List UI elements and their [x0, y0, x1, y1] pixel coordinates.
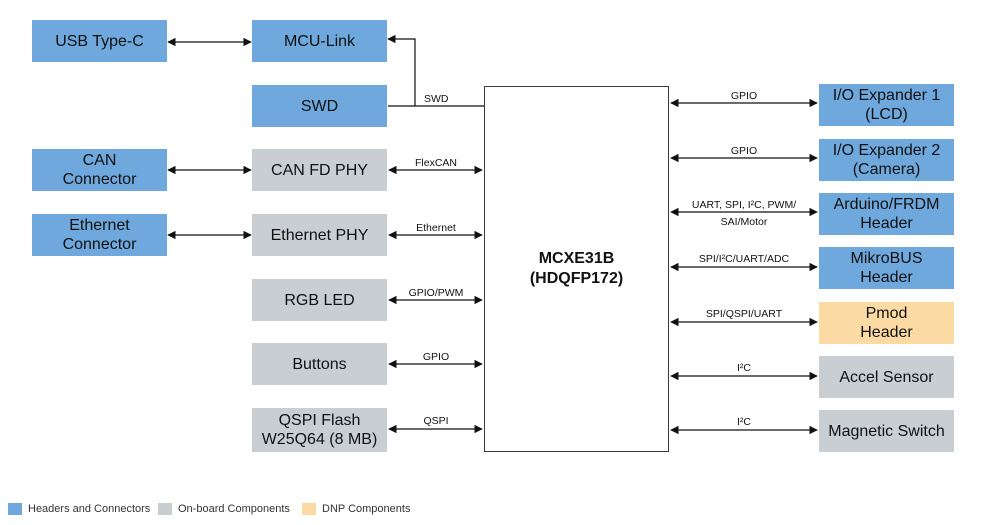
mikrobus-link-label: SPI/I²C/UART/ADC — [699, 253, 790, 265]
i2c-accel-link-label: I²C — [737, 362, 751, 374]
qspi-flash-block: QSPI Flash W25Q64 (8 MB) — [252, 408, 387, 452]
mcu-package: (HDQFP172) — [529, 270, 624, 287]
swd-link-label: SWD — [424, 93, 449, 105]
swd-link — [387, 34, 484, 107]
mcu-link-block: MCU-Link — [252, 20, 387, 62]
ethernet-connector-block: Ethernet Connector — [32, 214, 167, 256]
qspi-link-label: QSPI — [423, 415, 448, 427]
accel-sensor-block: Accel Sensor — [819, 356, 954, 398]
legend-dnp-swatch — [302, 503, 316, 515]
arduino-link-label-line1: UART, SPI, I²C, PWM/ — [692, 199, 796, 211]
mcu-block: MCXE31B (HDQFP172) — [484, 86, 669, 452]
pmod-link-label: SPI/QSPI/UART — [706, 308, 783, 320]
can-fd-phy-block: CAN FD PHY — [252, 149, 387, 191]
legend-onboard: On-board Components — [158, 503, 290, 515]
magnetic-switch-block: Magnetic Switch — [819, 410, 954, 452]
can-connector-block: CAN Connector — [32, 149, 167, 191]
usb-type-c-block: USB Type-C — [32, 20, 167, 62]
legend-onboard-swatch — [158, 503, 172, 515]
gpio-pwm-link-label: GPIO/PWM — [409, 287, 464, 299]
arduino-link-label-line2: SAI/Motor — [721, 216, 768, 228]
legend-onboard-label: On-board Components — [178, 503, 290, 515]
legend-headers-swatch — [8, 503, 22, 515]
gpio-exp1-link-label: GPIO — [731, 90, 757, 102]
arduino-frdm-header-block: Arduino/FRDM Header — [819, 193, 954, 235]
legend-headers-label: Headers and Connectors — [28, 503, 151, 515]
ethernet-link-label: Ethernet — [416, 222, 456, 234]
i2c-magnetic-link-label: I²C — [737, 416, 751, 428]
io-expander-2-block: I/O Expander 2 (Camera) — [819, 139, 954, 181]
gpio-buttons-link-label: GPIO — [423, 351, 449, 363]
legend-dnp-label: DNP Components — [322, 503, 411, 515]
mikrobus-header-block: MikroBUS Header — [819, 247, 954, 289]
ethernet-phy-block: Ethernet PHY — [252, 214, 387, 256]
flexcan-link-label: FlexCAN — [415, 157, 457, 169]
swd-block: SWD — [252, 85, 387, 127]
legend-headers: Headers and Connectors — [8, 503, 150, 515]
rgb-led-block: RGB LED — [252, 279, 387, 321]
mcu-name: MCXE31B — [538, 250, 615, 267]
legend-dnp: DNP Components — [302, 503, 410, 515]
pmod-header-block: Pmod Header — [819, 302, 954, 344]
buttons-block: Buttons — [252, 343, 387, 385]
io-expander-1-block: I/O Expander 1 (LCD) — [819, 84, 954, 126]
gpio-exp2-link-label: GPIO — [731, 145, 757, 157]
